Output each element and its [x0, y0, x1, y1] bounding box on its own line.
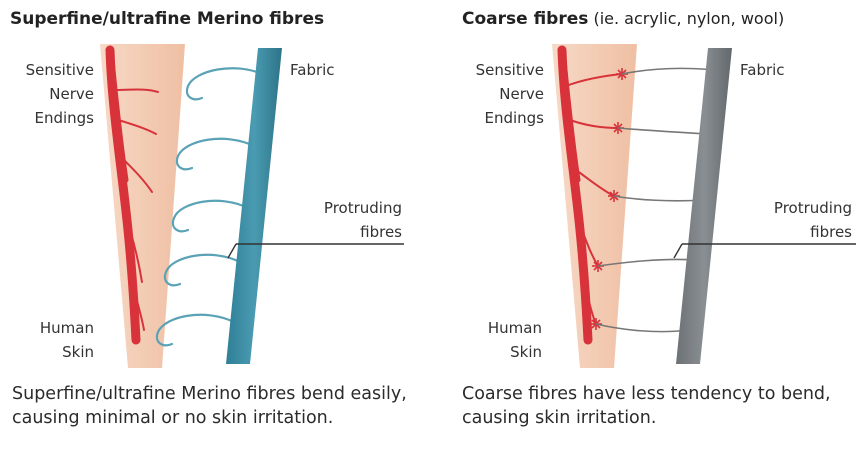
coarse-caption: Coarse fibres have less tendency to bend…: [462, 382, 842, 430]
coarse-fabric: [676, 48, 732, 364]
merino-skin-label: Human Skin: [10, 316, 94, 364]
merino-caption: Superfine/ultrafine Merino fibres bend e…: [12, 382, 422, 430]
coarse-fabric-label: Fabric: [740, 58, 785, 82]
coarse-protruding-label: Protruding fibres: [742, 196, 852, 244]
merino-nerve-label: Sensitive Nerve Endings: [10, 58, 94, 130]
merino-fabric-label: Fabric: [290, 58, 335, 82]
merino-fabric: [226, 48, 282, 364]
merino-protruding-label: Protruding fibres: [296, 196, 402, 244]
coarse-nerve-label: Sensitive Nerve Endings: [458, 58, 544, 130]
coarse-skin-label: Human Skin: [458, 316, 542, 364]
coarse-panel: Coarse fibres (ie. acrylic, nylon, wool): [432, 0, 864, 464]
merino-panel: Superfine/ultrafine Merino fibres: [0, 0, 432, 464]
